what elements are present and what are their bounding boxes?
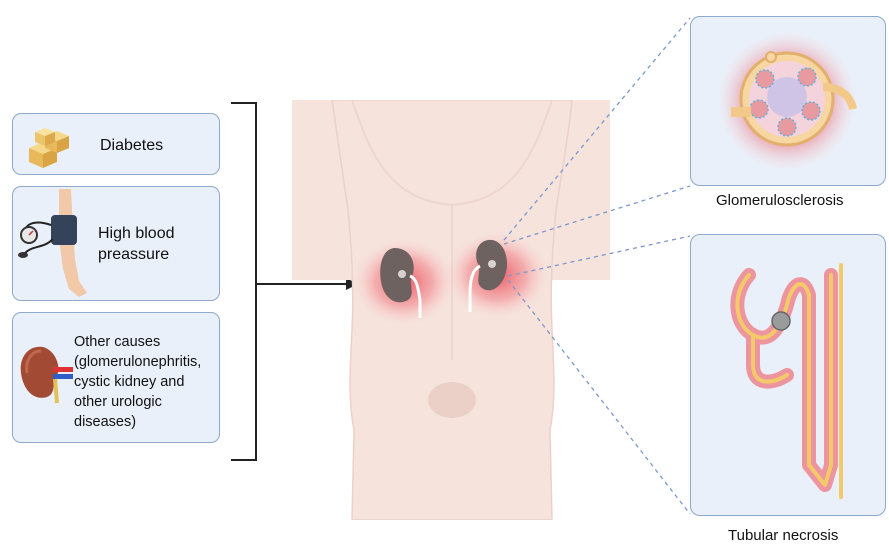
tubular-necrosis-panel [690,234,886,516]
glomerulosclerosis-caption: Glomerulosclerosis [716,192,844,209]
glomerulosclerosis-panel [690,16,886,186]
tubular-necrosis-caption: Tubular necrosis [728,527,838,544]
